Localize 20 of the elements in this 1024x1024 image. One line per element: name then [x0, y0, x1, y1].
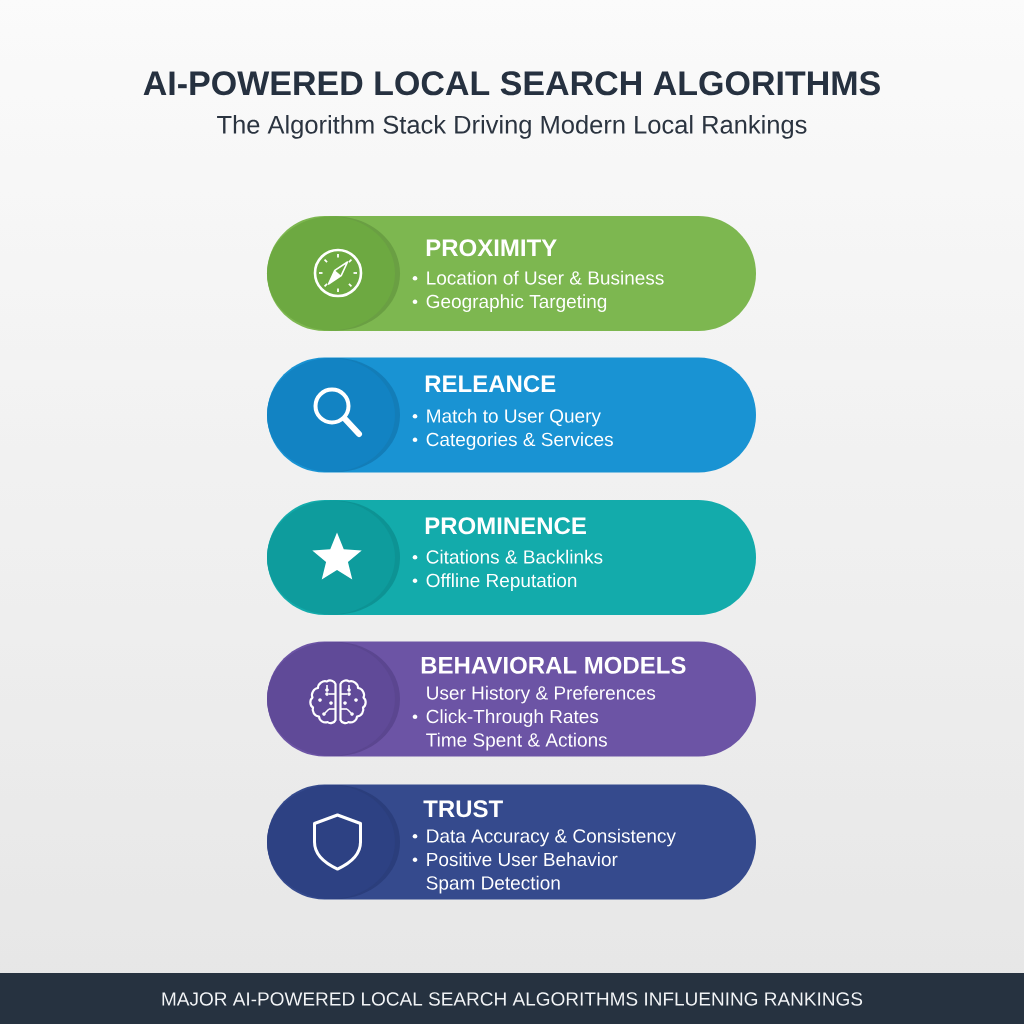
list-item: Location of User & Business	[427, 270, 664, 285]
list-item: Spam Detection	[426, 875, 560, 894]
list-item: Data Accuracy & Consistency	[427, 828, 676, 847]
card-title: PROXIMITY	[426, 239, 557, 257]
card-title: RELEANCE	[425, 375, 556, 393]
card-title: TRUST	[423, 800, 503, 818]
list-item: User History & Preferences	[427, 685, 656, 704]
list-item: Offline Reputation	[426, 573, 577, 591]
list-item: Geographic Targeting	[426, 294, 607, 312]
list-item: Click-Through Rates	[426, 709, 599, 727]
card-title: PROMINENCE	[425, 517, 586, 535]
footer-bar: MAJOR AI-POWERED LOCAL SEARCH ALGORITHMS INFLUENING RANKINGS	[0, 973, 1024, 1024]
list-item: Positive User Behavior	[427, 852, 618, 867]
card-title: BEHAVIORAL MODELS	[421, 656, 686, 674]
list-item: Categories & Services	[426, 432, 613, 450]
title: AI-POWERED LOCAL SEARCH ALGORITHMS	[143, 71, 880, 96]
subtitle: The Algorithm Stack Driving Modern Local Rankings	[217, 115, 807, 139]
list-item: Citations & Backlinks	[426, 549, 603, 564]
list-item: Time Spent & Actions	[426, 732, 607, 751]
list-item: Match to User Query	[427, 408, 601, 427]
